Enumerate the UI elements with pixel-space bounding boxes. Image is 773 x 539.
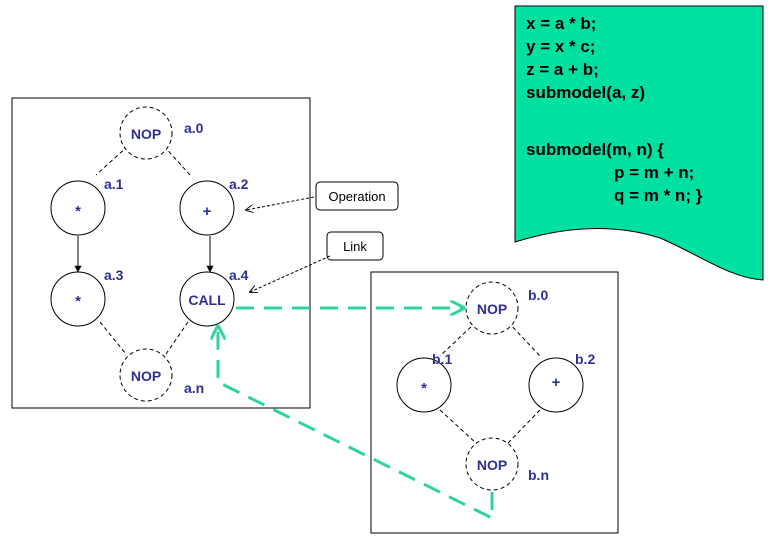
node-a0-label: NOP — [131, 126, 161, 142]
callout-link-label: Link — [343, 239, 367, 254]
node-a2-label: + — [203, 203, 212, 220]
edge-b2-bn — [507, 409, 541, 444]
node-an: NOP a.n — [119, 348, 204, 402]
node-a3-id: a.3 — [104, 267, 124, 283]
code-line-1: x = a * b; — [526, 14, 596, 33]
node-a2: + a.2 — [179, 176, 249, 236]
code-line-2: y = x * c; — [526, 37, 595, 56]
edge-a0-a1 — [95, 145, 129, 176]
code-line-4: submodel(a, z) — [526, 83, 645, 102]
link-bn-return-to-call — [218, 328, 494, 521]
node-a1: * a.1 — [50, 176, 124, 236]
node-a0: NOP a.0 — [119, 106, 204, 160]
callout-operation: Operation — [246, 181, 399, 210]
graph-b: NOP b.0 * b.1 + b.2 NOP b.n — [370, 271, 619, 534]
callout-operation-pointer — [246, 196, 315, 210]
node-b2-label: + — [552, 374, 561, 391]
node-b1: * b.1 — [396, 351, 452, 413]
callout-operation-label: Operation — [328, 189, 385, 204]
callout-link: Link — [250, 231, 384, 292]
node-a0-id: a.0 — [184, 120, 204, 136]
node-bn-id: b.n — [528, 467, 549, 483]
edge-b1-bn — [439, 409, 477, 444]
code-line-6: submodel(m, n) { — [526, 140, 664, 159]
node-b1-label: * — [421, 380, 427, 397]
code-panel-shape — [514, 5, 764, 281]
node-b0-label: NOP — [477, 301, 507, 317]
node-b0: NOP b.0 — [465, 281, 548, 335]
code-line-8: q = m * n; } — [614, 186, 703, 205]
code-line-3: z = a + b; — [526, 60, 599, 79]
node-a3-label: * — [75, 293, 81, 310]
node-a1-label: * — [75, 203, 81, 220]
node-b0-id: b.0 — [528, 287, 548, 303]
node-a4-label: CALL — [188, 292, 226, 308]
node-b2-id: b.2 — [575, 351, 595, 367]
node-a4-id: a.4 — [229, 267, 249, 283]
edge-b0-b1 — [439, 321, 477, 357]
code-line-7: p = m + n; — [614, 163, 694, 182]
node-an-label: NOP — [131, 368, 161, 384]
node-a1-id: a.1 — [104, 176, 124, 192]
code-panel: x = a * b; y = x * c; z = a + b; submode… — [514, 5, 764, 281]
node-an-id: a.n — [184, 380, 204, 396]
node-a4: CALL a.4 — [179, 267, 249, 327]
node-bn-label: NOP — [477, 457, 507, 473]
edge-b0-b2 — [507, 321, 541, 357]
node-bn: NOP b.n — [465, 437, 549, 491]
graph-a: NOP a.0 * a.1 + a.2 * a.3 CALL a.4 NOP a… — [11, 97, 311, 409]
node-b2: + b.2 — [528, 351, 595, 413]
node-b1-id: b.1 — [432, 351, 452, 367]
node-a3: * a.3 — [50, 267, 124, 327]
node-a2-id: a.2 — [229, 176, 249, 192]
